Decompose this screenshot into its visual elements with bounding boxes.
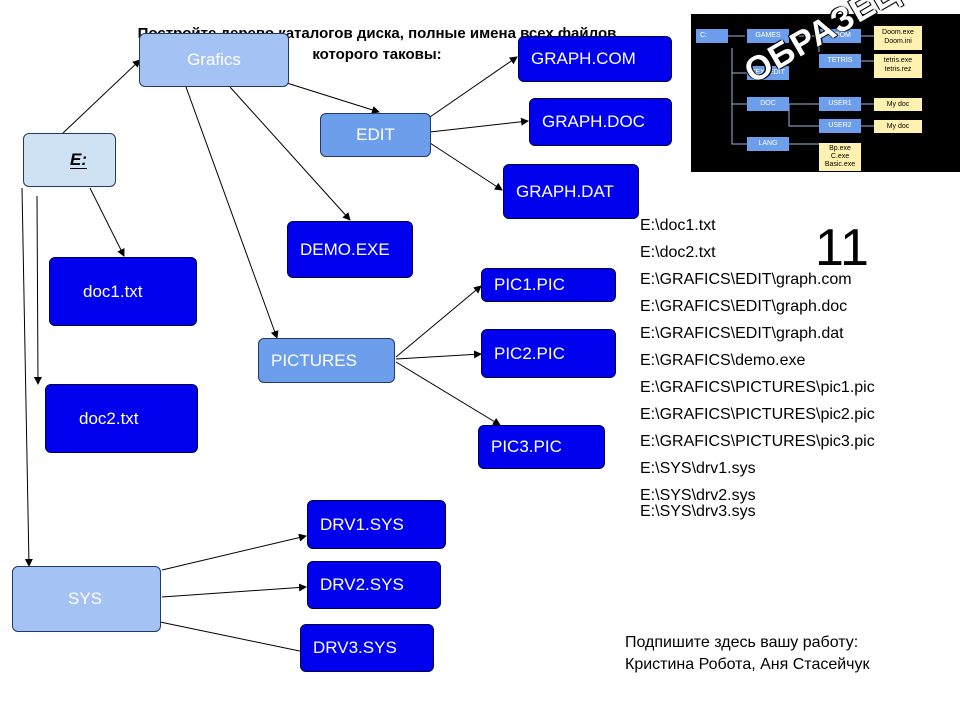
node-graph-doc-label: GRAPH.DOC xyxy=(542,112,645,131)
arrow-pictures-pic3 xyxy=(395,361,501,426)
node-graph-doc: GRAPH.DOC xyxy=(529,98,672,146)
sample-node-tetris: TETRIS xyxy=(819,54,861,68)
node-grafics: Grafics xyxy=(139,33,289,87)
sample-node-textedit: TEXTEDIT xyxy=(747,66,789,80)
node-graph-dat: GRAPH.DAT xyxy=(503,164,639,219)
file-path: E:\SYS\drv2.sys xyxy=(640,487,756,504)
sample-note-tetris: tetris.exe tetris.rez xyxy=(874,54,922,78)
arrow-sys-drv1 xyxy=(161,533,307,571)
node-drv2: DRV2.SYS xyxy=(307,561,441,609)
file-path: E:\doc1.txt xyxy=(640,217,716,234)
signature-prompt: Подпишите здесь вашу работу: xyxy=(625,634,859,651)
file-path: E:\SYS\drv3.sys xyxy=(640,503,756,520)
task-title-line2: которого таковы: xyxy=(312,46,442,63)
node-doc1-label: doc1.txt xyxy=(83,281,143,301)
sample-note-user2: My doc xyxy=(874,120,922,133)
node-sys: SYS xyxy=(12,566,161,632)
node-edit: EDIT xyxy=(320,113,431,157)
arrow-edit-graphdat xyxy=(429,142,503,191)
node-graph-com: GRAPH.COM xyxy=(518,36,672,82)
node-graph-com-label: GRAPH.COM xyxy=(531,49,636,68)
arrow-e-sys xyxy=(21,187,33,567)
arrow-sys-drv2 xyxy=(161,583,307,598)
arrow-e-grafics xyxy=(62,59,141,134)
node-pic3-label: PIC3.PIC xyxy=(491,437,562,456)
node-graph-dat-label: GRAPH.DAT xyxy=(516,181,614,201)
arrow-grafics-pictures xyxy=(185,86,279,339)
sample-node-doom: DOOM xyxy=(819,29,861,43)
sample-node-lang: LANG xyxy=(747,137,789,151)
node-pic2: PIC2.PIC xyxy=(481,329,616,378)
file-path: E:\GRAFICS\PICTURES\pic3.pic xyxy=(640,433,875,450)
arrow-e-doc1 xyxy=(89,187,125,257)
file-path: E:\doc2.txt xyxy=(640,244,716,261)
sample-node-doc: DOC xyxy=(747,97,789,111)
node-sys-label: SYS xyxy=(68,589,103,608)
file-path: E:\SYS\drv1.sys xyxy=(640,460,756,477)
node-drv1-label: DRV1.SYS xyxy=(320,514,404,534)
node-edit-label: EDIT xyxy=(356,125,395,144)
node-pic3: PIC3.PIC xyxy=(478,425,605,469)
sample-node-games: GAMES xyxy=(747,29,789,43)
node-root-e-label: E: xyxy=(70,150,87,169)
sample-node-c: C: xyxy=(696,29,728,43)
file-path: E:\GRAFICS\EDIT\graph.com xyxy=(640,271,852,288)
sample-diagram: C: GAMES DOOM TETRIS TEXTEDIT DOC USER1 … xyxy=(691,14,960,172)
signature-block: Подпишите здесь вашу работу: Кристина Ро… xyxy=(625,632,870,676)
node-grafics-label: Grafics xyxy=(187,50,241,69)
node-pic1-label: PIC1.PIC xyxy=(494,275,565,294)
arrow-e-doc2 xyxy=(33,195,42,385)
node-doc2-label: doc2.txt xyxy=(79,408,139,428)
sample-note-user1: My doc xyxy=(874,98,922,111)
sample-node-user1: USER1 xyxy=(819,97,861,111)
node-pictures: PICTURES xyxy=(258,338,395,383)
file-path: E:\GRAFICS\PICTURES\pic1.pic xyxy=(640,379,875,396)
sample-node-user2: USER2 xyxy=(819,119,861,133)
sample-note-lang: Bp.exe C.exe Basic.exe xyxy=(819,143,861,171)
node-drv2-label: DRV2.SYS xyxy=(320,575,404,594)
sample-note-doom: Doom.exe Doom.ini xyxy=(874,26,922,50)
node-pic2-label: PIC2.PIC xyxy=(494,343,565,363)
file-path-list: E:\doc1.txt E:\doc2.txt E:\GRAFICS\EDIT\… xyxy=(640,215,875,521)
node-drv3: DRV3.SYS xyxy=(300,624,434,672)
node-doc1: doc1.txt xyxy=(49,257,197,326)
signature-authors[interactable]: Кристина Робота, Аня Стасейчук xyxy=(625,656,870,673)
file-path: E:\GRAFICS\PICTURES\pic2.pic xyxy=(640,406,875,423)
arrow-edit-graphdoc xyxy=(429,117,529,133)
node-demo-exe-label: DEMO.EXE xyxy=(300,239,390,259)
file-path: E:\GRAFICS\EDIT\graph.dat xyxy=(640,325,844,342)
file-path: E:\GRAFICS\EDIT\graph.doc xyxy=(640,298,848,315)
arrow-pictures-pic2 xyxy=(395,350,482,360)
arrow-edit-graphcom xyxy=(429,56,518,118)
node-doc2: doc2.txt xyxy=(45,384,198,453)
node-demo-exe: DEMO.EXE xyxy=(287,221,413,278)
arrow-sys-drv3 xyxy=(159,621,315,657)
arrow-grafics-demo xyxy=(229,86,351,221)
node-pictures-label: PICTURES xyxy=(271,350,357,370)
node-root-e: E: xyxy=(23,133,116,187)
arrow-pictures-pic1 xyxy=(395,285,482,358)
node-drv3-label: DRV3.SYS xyxy=(313,638,397,657)
node-pic1: PIC1.PIC xyxy=(481,268,616,302)
file-path: E:\GRAFICS\demo.exe xyxy=(640,352,806,369)
variant-number: 11 xyxy=(815,219,869,277)
node-drv1: DRV1.SYS xyxy=(307,500,446,549)
